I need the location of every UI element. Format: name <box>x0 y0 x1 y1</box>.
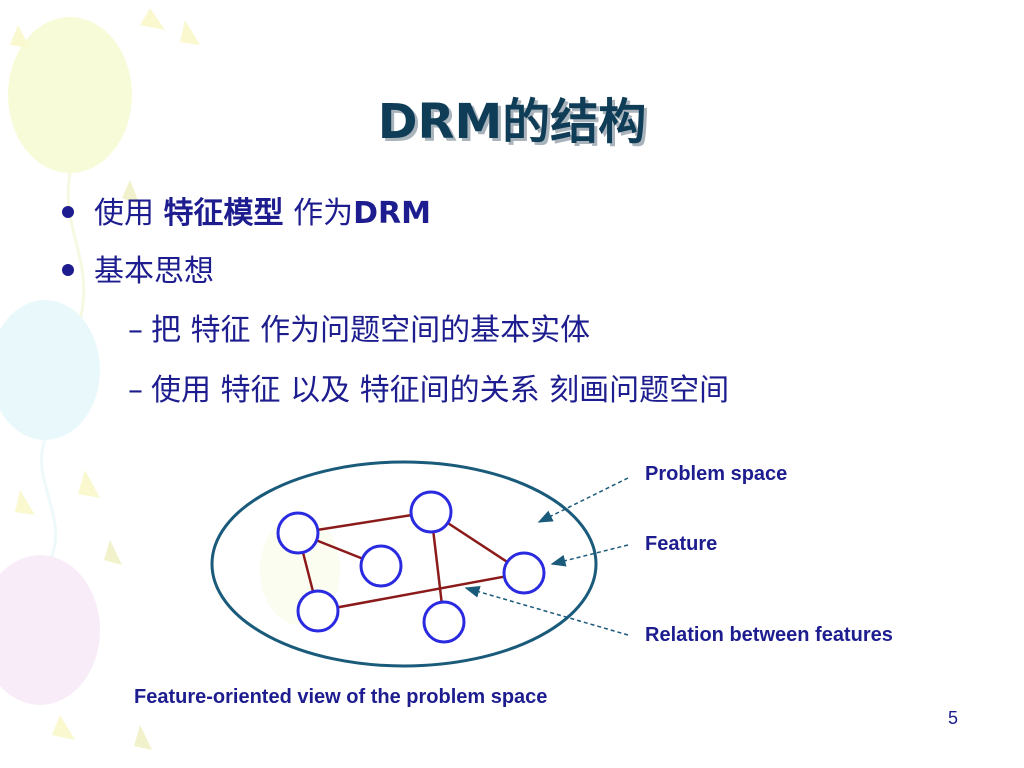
bullet-text-pre: 使用 <box>94 196 164 231</box>
sub-bullet-relations: –使用 特征 以及 特征间的关系 刻画问题空间 <box>128 365 729 409</box>
confetti <box>15 490 35 515</box>
feature-node <box>276 511 320 555</box>
sub-bullet-entity: –把 特征 作为问题空间的基本实体 <box>128 305 590 349</box>
bullet-dot-icon <box>62 205 74 218</box>
bullet-text-drm: DRM <box>353 196 431 231</box>
relation-edge <box>317 571 525 613</box>
label-feature: Feature <box>645 533 718 555</box>
problem-space-ellipse <box>210 460 598 668</box>
confetti <box>10 25 30 48</box>
dash-icon: – <box>128 313 143 348</box>
label-relation: Relation between features <box>645 624 893 646</box>
balloon-string <box>66 172 86 321</box>
balloon-string <box>40 439 58 561</box>
feature-node <box>359 544 403 588</box>
feature-node <box>409 490 453 534</box>
feature-node <box>422 600 466 644</box>
feature-node <box>296 589 340 633</box>
page-number: 5 <box>948 708 959 728</box>
sub-bullet-text: 使用 特征 以及 特征间的关系 刻画问题空间 <box>151 373 730 408</box>
pointer-arrows <box>464 477 629 636</box>
feature-nodes <box>276 490 546 644</box>
dash-icon: – <box>128 373 143 408</box>
bullet-feature-model: 使用 特征模型 作为DRM <box>62 188 431 232</box>
confetti <box>52 715 75 740</box>
arrow-relation <box>464 585 629 636</box>
confetti <box>122 180 140 205</box>
arrow-problem-space <box>537 477 629 523</box>
confetti <box>134 725 152 750</box>
slide-title: DRM的结构 <box>377 94 647 150</box>
relation-edge <box>297 510 432 535</box>
sub-bullet-text: 把 特征 作为问题空间的基本实体 <box>151 313 591 348</box>
bullet-dot-icon <box>62 263 74 276</box>
balloon-cyan <box>0 300 100 440</box>
diagram-caption: Feature-oriented view of the problem spa… <box>134 686 548 708</box>
confetti <box>180 20 200 45</box>
balloon-yellow <box>8 17 132 173</box>
bullet-text: 基本思想 <box>94 254 214 289</box>
balloon-pink <box>0 555 100 705</box>
confetti <box>104 540 122 565</box>
label-problem-space: Problem space <box>645 463 788 485</box>
confetti <box>140 8 165 30</box>
confetti <box>78 470 100 498</box>
feature-node <box>502 551 546 595</box>
arrow-feature <box>550 544 629 567</box>
bullet-basic-idea: 基本思想 <box>62 246 214 290</box>
bullet-text-post: 作为 <box>283 196 354 231</box>
bullet-text-bold: 特征模型 <box>163 196 284 231</box>
